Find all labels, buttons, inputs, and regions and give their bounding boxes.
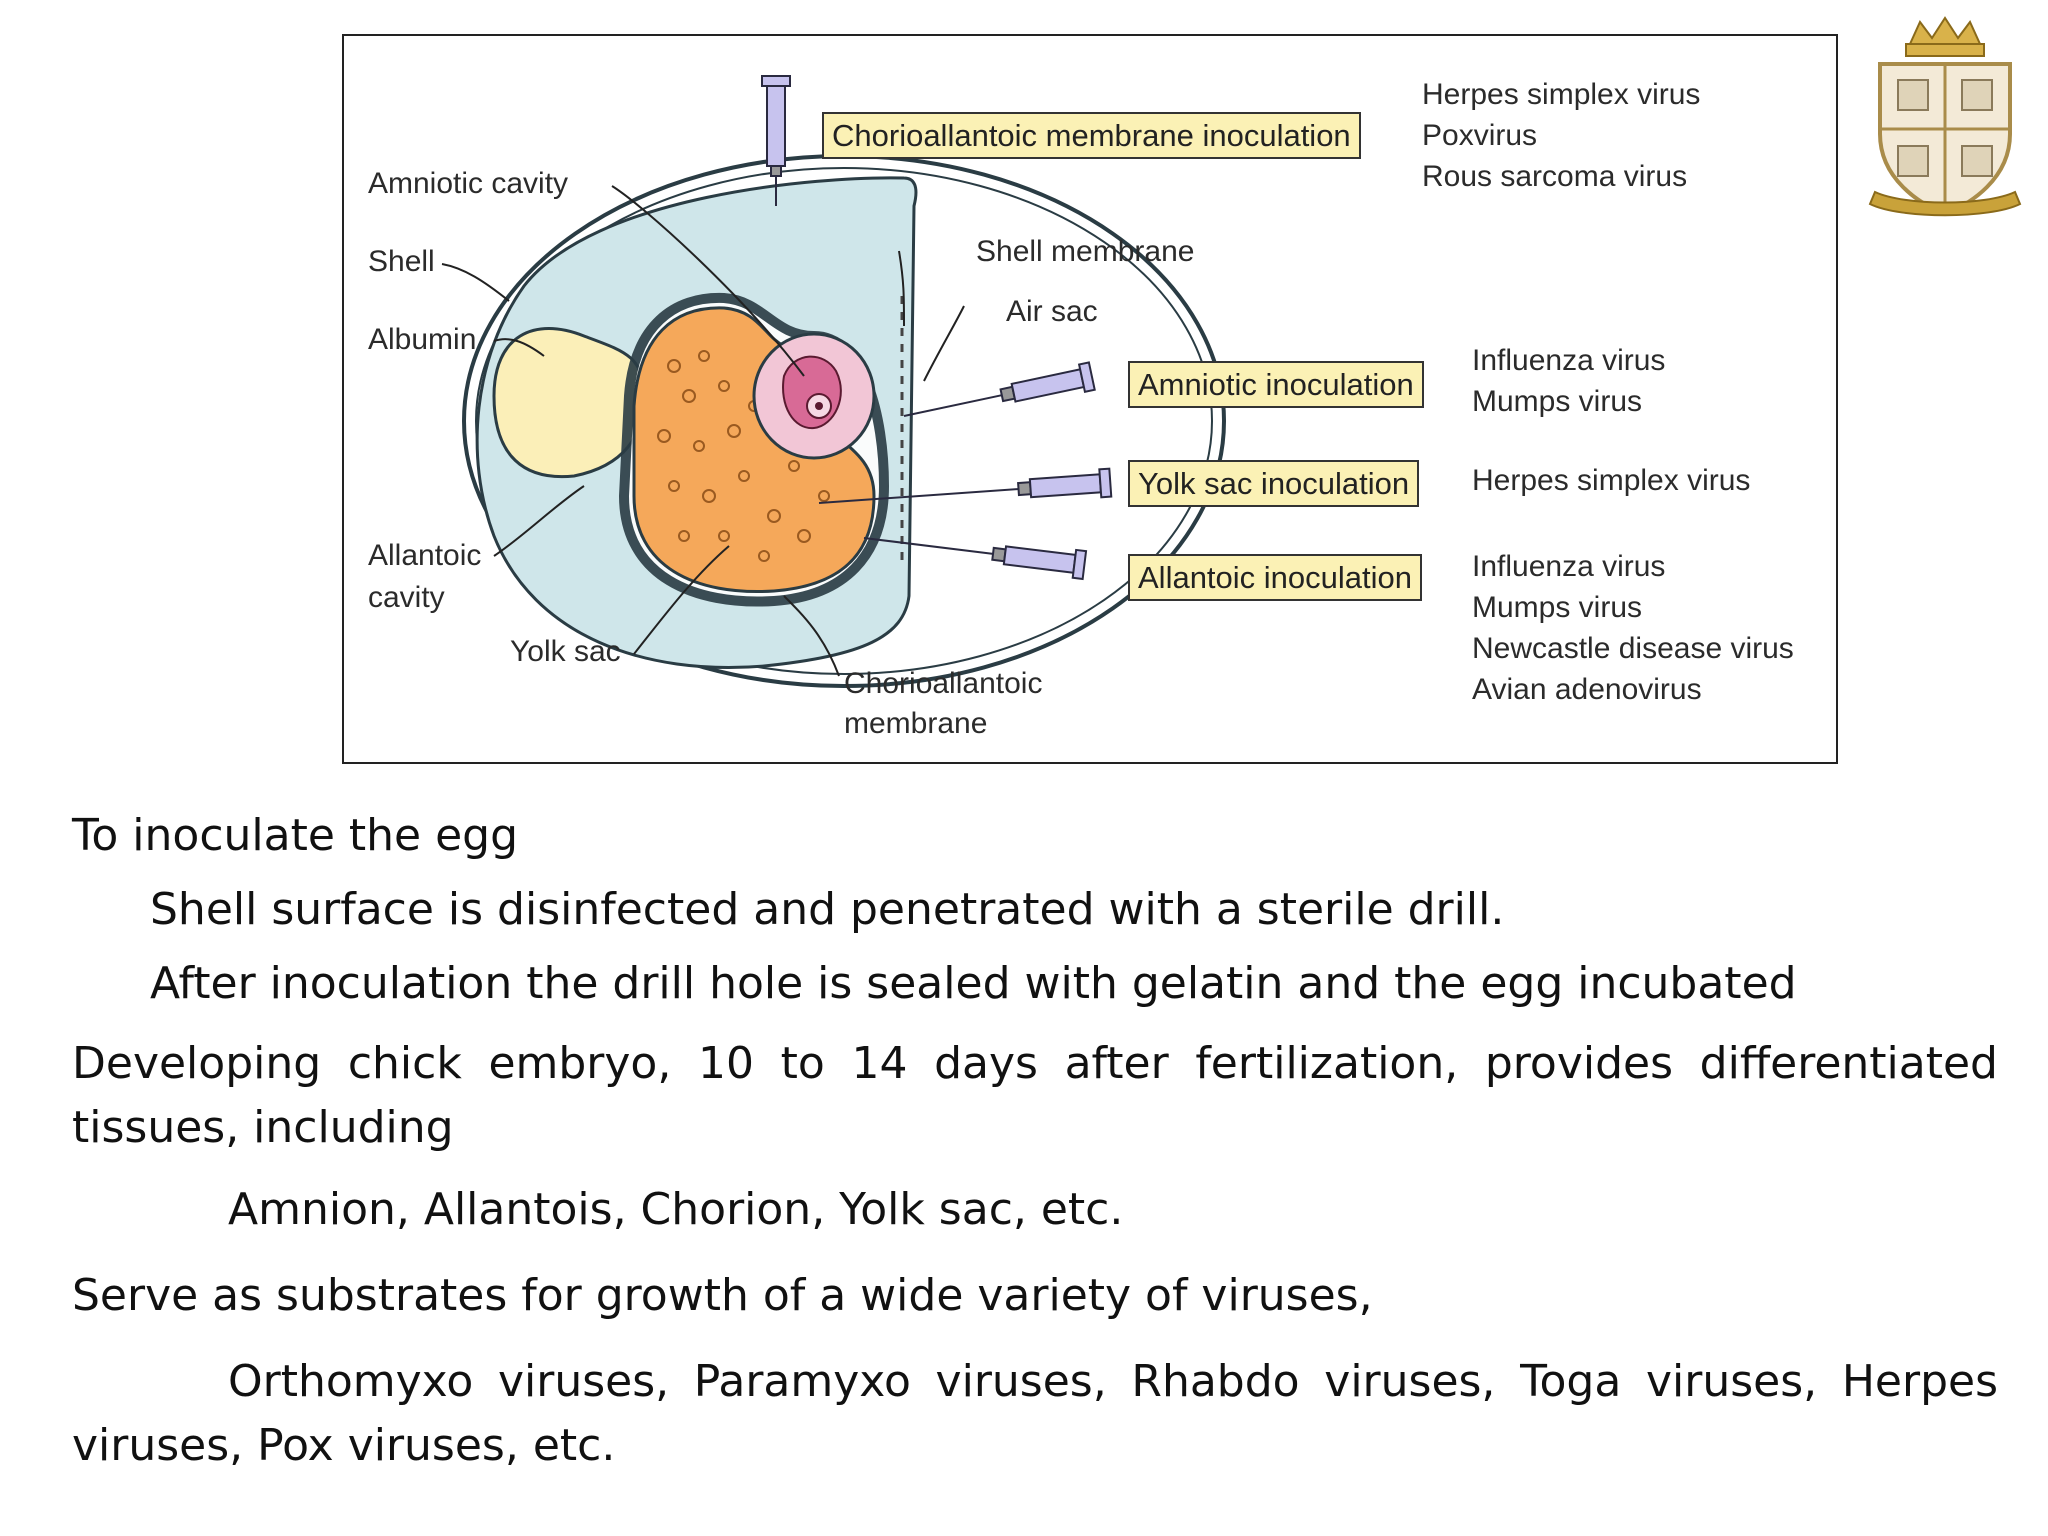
label-allantoic-cavity-2: cavity xyxy=(368,581,445,614)
label-chorioallantoic-1: Chorioallantoic xyxy=(844,667,1043,700)
label-yolk-sac-inoculation: Yolk sac inoculation xyxy=(1128,460,1420,508)
virus-item: Newcastle disease virus xyxy=(1472,632,1794,665)
label-air-sac: Air sac xyxy=(1006,295,1098,328)
virus-item: Avian adenovirus xyxy=(1472,673,1702,706)
virus-item: Mumps virus xyxy=(1472,385,1643,418)
virus-item: Mumps virus xyxy=(1472,591,1643,624)
crest-logo-icon xyxy=(1868,16,2022,217)
amniotic-virus-list: Influenza virus Mumps virus xyxy=(1472,340,1665,422)
leader-lines xyxy=(441,185,965,677)
label-amniotic-cavity: Amniotic cavity xyxy=(368,167,569,200)
label-shell-membrane: Shell membrane xyxy=(976,235,1195,268)
label-yolk-sac: Yolk sac xyxy=(510,635,621,668)
text-line-6: Serve as substrates for growth of a wide… xyxy=(72,1270,1373,1321)
label-chorioallantoic-membrane-inoculation: Chorioallantoic membrane inoculation xyxy=(822,112,1361,160)
label-allantoic-cavity-1: Allantoic xyxy=(368,539,482,572)
text-line-2: Shell surface is disinfected and penetra… xyxy=(150,884,1505,935)
text-line-3: After inoculation the drill hole is seal… xyxy=(150,958,1797,1009)
text-line-7: Orthomyxo viruses, Paramyxo viruses, Rha… xyxy=(72,1356,1998,1471)
yolk-sac-virus-list: Herpes simplex virus xyxy=(1472,460,1750,501)
label-chorioallantoic-2: membrane xyxy=(844,707,988,740)
syringe-icon xyxy=(818,467,1113,504)
virus-item: Influenza virus xyxy=(1472,344,1666,377)
embryo xyxy=(782,355,842,430)
syringe-icon xyxy=(863,537,1088,581)
syringe-icon xyxy=(903,361,1096,417)
text-line-4: Developing chick embryo, 10 to 14 days a… xyxy=(72,1038,1998,1153)
cam-virus-list: Herpes simplex virus Poxvirus Rous sarco… xyxy=(1422,74,1700,197)
virus-item: Influenza virus xyxy=(1472,550,1666,583)
virus-item: Herpes simplex virus xyxy=(1472,464,1751,497)
yolk-granules xyxy=(657,350,830,562)
virus-item: Herpes simplex virus xyxy=(1422,78,1701,111)
text-line-1: To inoculate the egg xyxy=(72,810,519,861)
egg-diagram xyxy=(441,75,1226,688)
syringe-icon xyxy=(761,75,791,206)
virus-item: Rous sarcoma virus xyxy=(1422,160,1688,193)
label-shell: Shell xyxy=(368,245,435,278)
virus-item: Poxvirus xyxy=(1422,119,1538,152)
label-amniotic-inoculation: Amniotic inoculation xyxy=(1128,361,1424,409)
allantoic-virus-list: Influenza virus Mumps virus Newcastle di… xyxy=(1472,546,1794,710)
label-albumin: Albumin xyxy=(368,323,477,356)
label-allantoic-inoculation: Allantoic inoculation xyxy=(1128,554,1423,602)
text-line-5: Amnion, Allantois, Chorion, Yolk sac, et… xyxy=(228,1184,1124,1235)
egg-inoculation-figure: Amniotic cavity Shell Albumin Allantoic … xyxy=(342,34,1838,764)
